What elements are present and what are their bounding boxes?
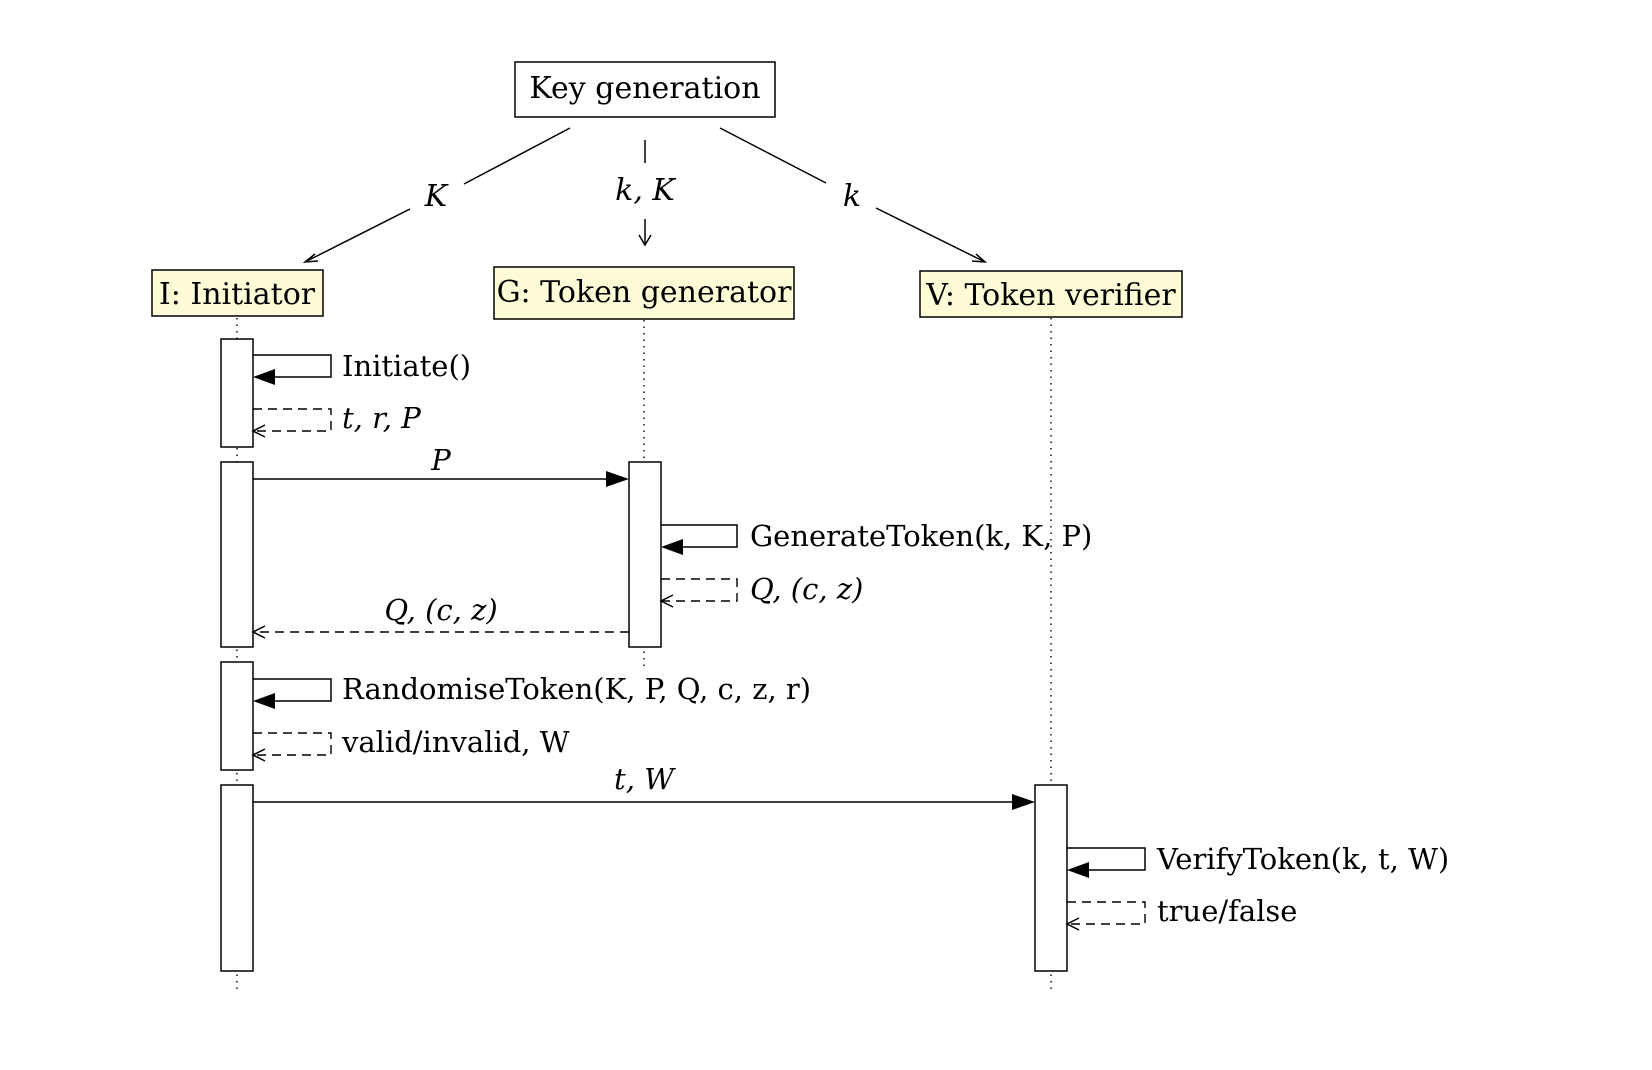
message-randomise-return: valid/invalid, W xyxy=(251,725,570,762)
key-to-initiator-label: K xyxy=(424,179,449,214)
key-to-generator-arrow: k, K xyxy=(615,140,676,247)
message-verify-call-label: VerifyToken(k, t, W) xyxy=(1156,842,1449,876)
participant-verifier: V: Token verifier xyxy=(919,270,1183,318)
message-verify-return-label: true/false xyxy=(1157,894,1297,928)
participant-initiator-label: I: Initiator xyxy=(159,277,316,312)
activation-initiator-2 xyxy=(220,461,254,648)
message-initiate-return-label: t, r, P xyxy=(342,401,421,435)
activation-generator xyxy=(628,461,662,648)
message-generate-call: GenerateToken(k, K, P) xyxy=(661,519,1092,555)
message-send-p-label: P xyxy=(430,443,451,477)
message-generate-call-label: GenerateToken(k, K, P) xyxy=(750,519,1092,553)
message-initiate-call-label: Initiate() xyxy=(342,349,471,383)
message-send-tw-label: t, W xyxy=(614,762,676,796)
key-generation-node: Key generation xyxy=(514,61,776,118)
participant-verifier-label: V: Token verifier xyxy=(925,278,1176,313)
key-to-verifier-arrow: k xyxy=(719,127,988,263)
activation-verifier xyxy=(1034,784,1068,972)
message-randomise-call: RandomiseToken(K, P, Q, c, z, r) xyxy=(253,672,811,709)
activation-initiator-3 xyxy=(220,661,254,771)
message-initiate-return: t, r, P xyxy=(251,401,421,438)
message-send-p: P xyxy=(253,443,629,487)
activation-initiator-1 xyxy=(220,338,254,448)
activation-initiator-4 xyxy=(220,784,254,972)
message-randomise-return-label: valid/invalid, W xyxy=(341,725,570,759)
message-send-tw: t, W xyxy=(253,762,1035,810)
message-reply-q: Q, (c, z) xyxy=(251,593,629,639)
message-initiate-call: Initiate() xyxy=(253,349,471,385)
message-reply-q-label: Q, (c, z) xyxy=(384,593,497,627)
message-randomise-call-label: RandomiseToken(K, P, Q, c, z, r) xyxy=(342,672,811,706)
message-verify-call: VerifyToken(k, t, W) xyxy=(1067,842,1449,878)
key-to-verifier-label: k xyxy=(843,179,861,214)
participant-generator: G: Token generator xyxy=(493,266,795,320)
key-to-generator-label: k, K xyxy=(615,173,676,208)
participant-generator-label: G: Token generator xyxy=(497,275,793,310)
key-to-initiator-arrow: K xyxy=(302,127,571,263)
participant-initiator: I: Initiator xyxy=(151,269,324,317)
message-generate-return: Q, (c, z) xyxy=(659,572,863,608)
message-verify-return: true/false xyxy=(1065,894,1297,931)
message-generate-return-label: Q, (c, z) xyxy=(750,572,863,606)
key-generation-label: Key generation xyxy=(529,71,760,106)
